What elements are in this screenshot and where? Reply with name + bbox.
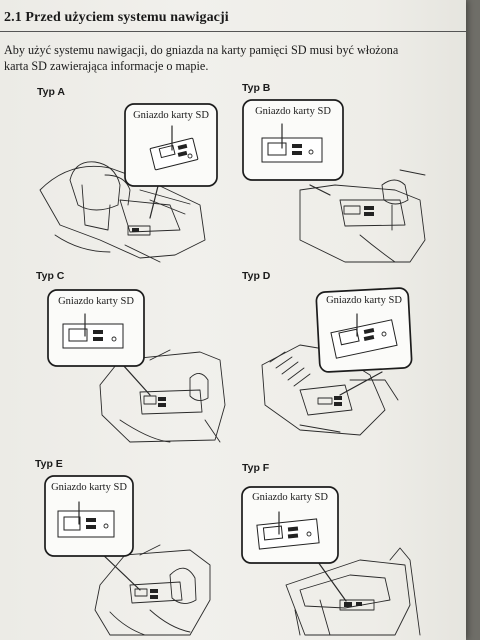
callout-label-type-a: Gniazdo karty SD: [133, 110, 209, 121]
callout-label-type-f: Gniazdo karty SD: [252, 492, 328, 503]
type-e-label: Typ E: [35, 458, 63, 470]
callout-label-type-b: Gniazdo karty SD: [255, 106, 331, 117]
type-f-label: Typ F: [242, 462, 270, 474]
intro-line-2: karta SD zawierająca informacje o mapie.: [4, 59, 209, 73]
sd-card-slot-icon: [63, 516, 81, 531]
callout-label-type-e: Gniazdo karty SD: [51, 482, 127, 493]
manual-page: 2.1 Przed użyciem systemu nawigacji Aby …: [0, 0, 466, 640]
sd-card-slot-icon: [68, 328, 88, 342]
section-heading: 2.1 Przed użyciem systemu nawigacji: [4, 10, 229, 25]
intro-paragraph: Aby użyć systemu nawigacji, do gniazda n…: [4, 42, 454, 74]
figure-type-c: [47, 289, 226, 443]
type-b-label: Typ B: [242, 82, 271, 94]
type-d-label: Typ D: [242, 270, 271, 282]
figure-type-b: [242, 99, 426, 263]
sd-card-slot-icon: [158, 144, 176, 159]
illustrations: [39, 99, 426, 636]
intro-line-1: Aby użyć systemu nawigacji, do gniazda n…: [4, 43, 399, 57]
sd-card-slot-icon: [338, 328, 360, 346]
callout-label-type-c: Gniazdo karty SD: [58, 296, 134, 307]
heading-rule: [0, 31, 466, 32]
sd-card-slot-icon: [267, 142, 287, 156]
figure-type-e: [44, 475, 211, 636]
usb-port-icon: [177, 143, 188, 150]
type-c-label: Typ C: [36, 270, 65, 282]
aux-jack-icon: [187, 153, 193, 159]
type-a-label: Typ A: [37, 86, 65, 98]
callout-label-type-d: Gniazdo karty SD: [326, 295, 402, 306]
figure-type-f: [241, 486, 421, 636]
figure-type-a: [39, 103, 218, 263]
figure-type-d: [261, 287, 413, 436]
sd-card-slot-icon: [262, 525, 284, 541]
